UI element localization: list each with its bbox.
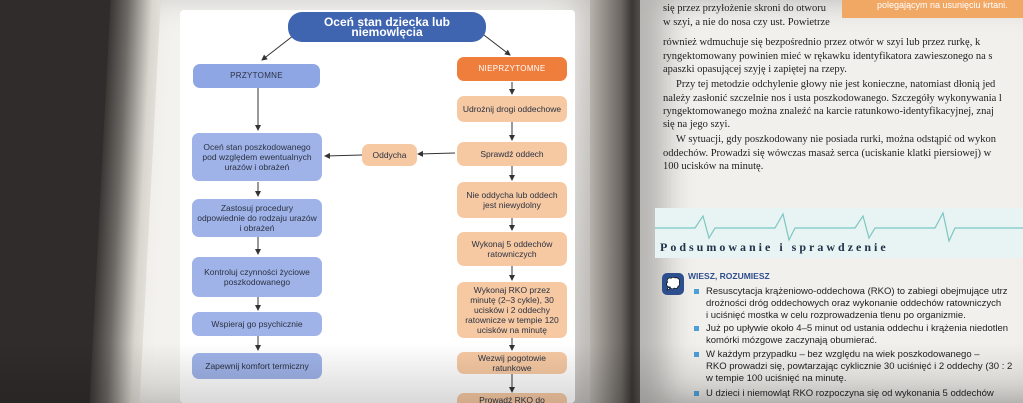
bullet-item: Już po upływie około 4–5 minut od ustani… — [693, 323, 1009, 334]
paragraph-line: również wdmuchuje się bezpośrednio przez… — [663, 37, 981, 48]
paragraph-line: W sytuacji, gdy poszkodowany nie posiada… — [676, 134, 996, 145]
bullet-item-cont: drożności dróg oddechowych oraz wykonani… — [706, 298, 1002, 309]
bullet-item-cont: w tempie 100 uciśnięć na minutę. — [706, 373, 847, 384]
bullet-item: Resuscytacja krążeniowo-oddechowa (RKO) … — [694, 286, 1008, 297]
flowchart-title: Oceń stan dziecka lub niemowlęcia — [288, 12, 486, 42]
bullet-item: W każdym przypadku – bez względu na wiek… — [694, 349, 980, 360]
left-step-2: Zastosuj procedury odpowiednie do rodzaj… — [192, 199, 322, 237]
ekg-line-icon — [655, 211, 1023, 243]
paragraph-line: 100 ucisków na minutę. — [663, 161, 764, 172]
paragraph-line: się przez przyłożenie skroni do otworu — [663, 3, 826, 14]
left-step-4: Wspieraj go psychicznie — [192, 312, 322, 336]
side-box-breathing: Oddycha — [362, 144, 417, 166]
paragraph-line: apaszki opasującej szyję i zapiętej na r… — [663, 64, 847, 75]
left-step-5: Zapewnij komfort termiczny — [192, 353, 322, 379]
right-step-4: Wykonaj 5 oddechów ratowniczych — [457, 232, 567, 266]
right-step-5: Wykonaj RKO przez minutę (2–3 cykle), 30… — [457, 282, 567, 338]
paragraph-line: należy zasłonić szczelnie nos i usta pos… — [663, 93, 1002, 104]
right-branch-header: NIEPRZYTOMNE — [457, 57, 567, 81]
right-page — [640, 0, 1023, 403]
subsection-label: WIESZ, ROZUMIESZ — [688, 271, 770, 281]
left-branch-header: PRZYTOMNE — [193, 64, 320, 88]
bullet-item-cont: i uciśnięć mostka w celu rozprowadzenia … — [706, 310, 966, 321]
left-step-3: Kontroluj czynności życiowe poszkodowane… — [192, 257, 322, 297]
right-step-3: Nie oddycha lub oddech jest niewydolny — [457, 182, 567, 218]
right-step-7: Prowadź RKO do momentu — [457, 393, 567, 403]
right-step-6: Wezwij pogotowie ratunkowe — [457, 352, 567, 374]
section-title: Podsumowanie i sprawdzenie — [660, 240, 889, 254]
bullet-item-cont: komórki mózgowe zaczynają obumierać. — [706, 335, 878, 346]
paragraph-line: się na jego szyi. — [663, 119, 731, 130]
paragraph-line: oddechów. Prowadzi się wówczas masaż ser… — [663, 148, 992, 159]
callout-box: polegającym na usunięciu krtani. — [842, 0, 1023, 18]
paragraph-line: ryngektomowany powinien mieć w rękawku i… — [663, 51, 993, 62]
thought-bubble-icon: 💭 — [662, 273, 684, 295]
bullet-item-cont: RKO prowadzi się, powtarzając cyklicznie… — [706, 361, 1013, 372]
paragraph-line: Przy tej metodzie odchylenie głowy nie j… — [676, 79, 996, 90]
right-step-2: Sprawdź oddech — [457, 142, 567, 166]
bullet-item: U dzieci i niemowląt RKO rozpoczyna się … — [694, 388, 994, 399]
right-step-1: Udrożnij drogi oddechowe — [457, 96, 567, 122]
paragraph-line: ryngektomowanego można znaleźć na karcie… — [663, 106, 994, 117]
ekg-banner — [655, 208, 1023, 258]
left-step-1: Oceń stan poszkodowanego pod względem ew… — [192, 133, 322, 181]
paragraph-line: w szyi, a nie do nosa czy ust. Powietrze — [663, 17, 830, 28]
